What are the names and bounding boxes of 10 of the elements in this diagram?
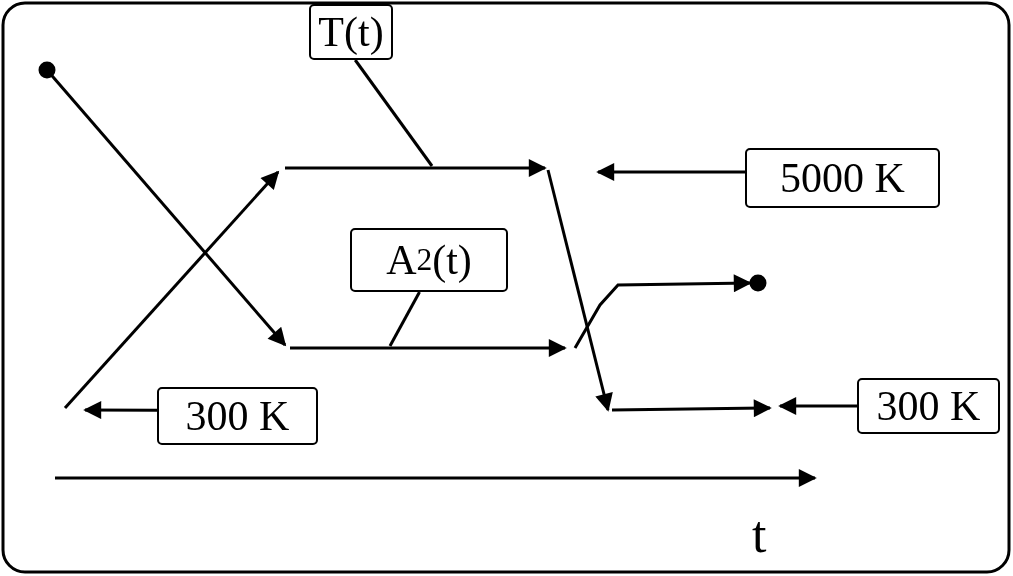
value-label: 5000 K — [745, 148, 940, 208]
value-label: 300 K — [857, 378, 1000, 434]
arrow — [596, 163, 745, 181]
value-label: T(t) — [309, 4, 393, 60]
arrow — [83, 401, 157, 420]
leader-line — [354, 59, 434, 167]
value-label: 300 K — [157, 387, 318, 445]
arrow — [778, 397, 857, 415]
leader-line — [388, 291, 421, 347]
axis-label: t — [752, 505, 767, 564]
